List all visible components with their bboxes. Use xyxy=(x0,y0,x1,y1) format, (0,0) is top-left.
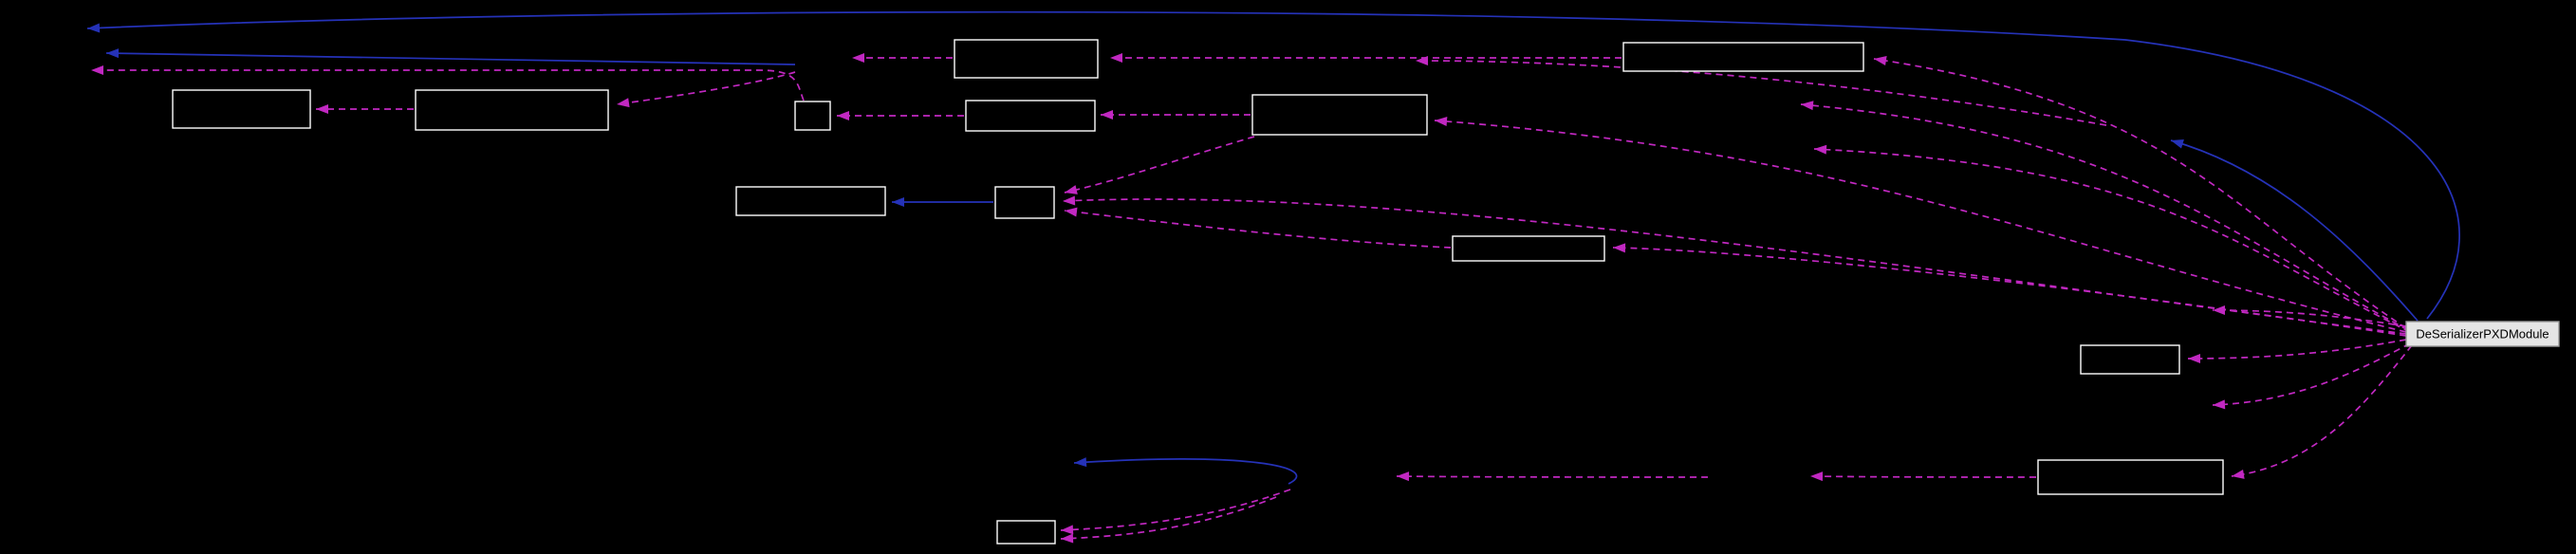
graph-edge-blue-topleft-line xyxy=(105,52,796,65)
graph-edge-arrowhead xyxy=(1065,207,1078,217)
graph-node-6[interactable] xyxy=(965,100,1096,132)
graph-edge-arrowhead xyxy=(2171,138,2184,149)
graph-edge-blue-right-curve xyxy=(2170,139,2418,322)
graph-node-deserializerpxdmodule[interactable] xyxy=(2405,321,2560,347)
graph-edge-arrowhead xyxy=(1061,533,1074,544)
graph-edge-arrowhead xyxy=(1074,457,1087,468)
graph-node-13[interactable] xyxy=(996,520,1056,545)
graph-edge-arrowhead xyxy=(1810,471,1824,482)
graph-edge-arrowhead xyxy=(91,65,103,75)
graph-edge-m-main-to-pt4 xyxy=(2212,342,2411,406)
graph-edge-arrowhead xyxy=(2232,470,2245,479)
graph-edge-m-main-to-i-mid xyxy=(1062,198,2407,335)
graph-edge-arrowhead xyxy=(1416,56,1429,66)
graph-node-1[interactable] xyxy=(172,89,311,129)
graph-edge-arrowhead xyxy=(1874,56,1887,65)
graph-edge-m-main-to-k xyxy=(2187,339,2407,360)
graph-edge-m-j-to-i-low xyxy=(1064,210,1452,249)
graph-edge-m-l-to-left-2 xyxy=(1396,475,1709,478)
graph-edge-m-junction-to-b xyxy=(616,71,796,105)
graph-edge-m-l-to-left-1 xyxy=(1809,475,2037,478)
graph-node-9[interactable] xyxy=(994,186,1055,219)
graph-edge-m-main-to-pt1 xyxy=(1800,103,2409,331)
graph-edge-arrowhead xyxy=(837,111,849,120)
graph-edge-arrowhead xyxy=(1814,144,1827,155)
graph-node-3[interactable] xyxy=(954,39,1099,79)
graph-edge-arrowhead xyxy=(1110,53,1122,63)
graph-edge-arrowhead xyxy=(1613,243,1626,253)
graph-edge-arrowhead xyxy=(1801,101,1814,111)
graph-edge-m-main-to-d xyxy=(1873,58,2407,329)
graph-edge-arrowhead xyxy=(852,53,864,63)
graph-edge-arrowhead xyxy=(1065,185,1078,194)
graph-edge-m-e-to-farleft xyxy=(91,69,805,102)
graph-edge-m-loop-to-m-top xyxy=(1060,489,1291,531)
graph-node-deserializerpxdmodule-label: DeSerializerPXDModule xyxy=(2416,327,2548,342)
graph-edge-m-g-to-i-top xyxy=(1064,136,1255,194)
graph-node-7[interactable] xyxy=(1251,94,1428,136)
graph-node-5[interactable] xyxy=(794,101,831,131)
graph-node-4[interactable] xyxy=(1622,42,1864,72)
graph-edge-m-main-to-pt2 xyxy=(1813,148,2411,333)
graph-node-12[interactable] xyxy=(2037,459,2224,495)
graph-node-10[interactable] xyxy=(1452,235,1605,262)
graph-edge-arrowhead xyxy=(2188,353,2201,363)
graph-edge-blue-bottom-loop xyxy=(1073,458,1298,485)
graph-edge-arrowhead xyxy=(1101,110,1113,120)
graph-edge-arrowhead xyxy=(1435,117,1448,126)
graph-edge-m-main-to-j xyxy=(1612,247,2407,337)
graph-edge-arrowhead xyxy=(617,98,630,108)
graph-edge-arrowhead xyxy=(316,104,328,114)
graph-edge-arrowhead xyxy=(87,23,101,33)
graph-edge-m-loop-to-m-low xyxy=(1060,496,1277,540)
graph-edge-arrowhead xyxy=(892,197,904,207)
graph-edge-m-main-to-l xyxy=(2231,344,2413,477)
graph-edge-arrowhead xyxy=(1397,471,1410,482)
graph-edge-blue-top-sweep xyxy=(86,10,2460,320)
graph-edge-m-main-to-g xyxy=(1434,120,2407,333)
graph-edge-arrowhead xyxy=(2213,305,2226,316)
graph-edge-arrowhead xyxy=(2213,399,2226,410)
graph-node-2[interactable] xyxy=(415,89,609,131)
graph-node-11[interactable] xyxy=(2080,344,2180,375)
graph-edge-arrowhead xyxy=(1063,195,1076,206)
graph-edge-m-main-to-pt3 xyxy=(2212,309,2407,327)
graph-edge-arrowhead xyxy=(106,48,120,59)
graph-edge-arrowhead xyxy=(1061,525,1074,535)
graph-node-8[interactable] xyxy=(735,186,886,216)
graph-edge-m-hub-to-mid xyxy=(1415,60,2107,126)
